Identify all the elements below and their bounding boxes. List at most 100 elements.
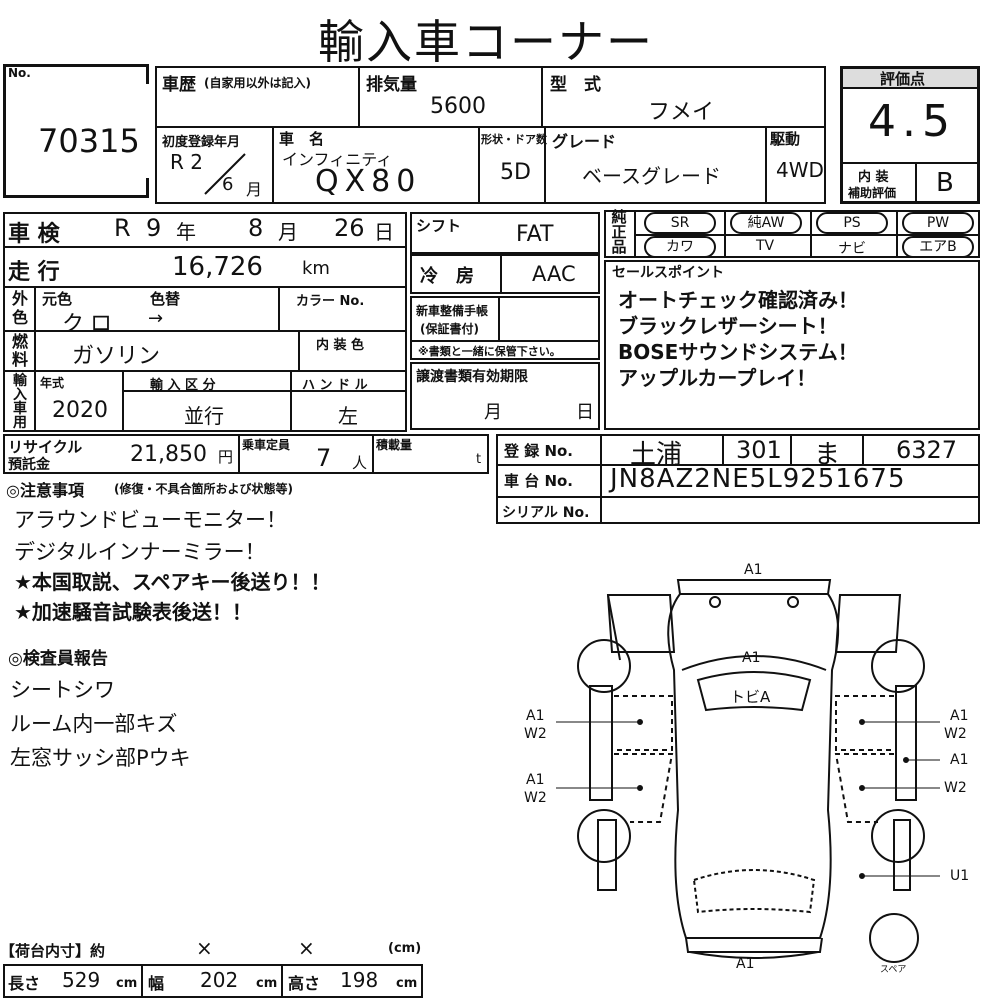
equipment-label-2: 正	[611, 223, 627, 241]
maintenance-label-1: 新車整備手帳	[416, 304, 489, 318]
inspection-year-unit: 年	[176, 220, 196, 244]
inspection-day: 26	[334, 214, 365, 242]
diagram-left-rear-1: A1	[526, 772, 545, 788]
inspector-item-2: ルーム内一部キズ	[10, 712, 178, 736]
note-1: アラウンドビューモニター！	[14, 508, 287, 532]
capacity-label: 乗車定員	[242, 438, 291, 452]
fuel-side-1: 燃	[11, 332, 28, 351]
sales-point-4: アップルカープレイ！	[618, 366, 817, 390]
color-original-value: クロ	[62, 312, 119, 337]
cargo-width-label: 幅	[148, 974, 165, 993]
cargo-width: 202	[200, 968, 239, 992]
number-frame	[3, 64, 149, 198]
cargo-times-1: ×	[196, 936, 213, 960]
interior-color-label: 内 装 色	[316, 338, 365, 353]
transfer-month-unit: 月	[484, 402, 502, 423]
registration-kana: ま	[814, 440, 841, 470]
cargo-heading: 【荷台内寸】約	[0, 942, 106, 960]
diagram-front-label: A1	[744, 562, 763, 578]
color-side-2: 色	[11, 308, 28, 327]
model-type-value: フメイ	[648, 100, 715, 125]
diagram-left-front-2: W2	[524, 726, 547, 742]
import-side-3: 車	[13, 401, 27, 417]
aircon-value: AAC	[532, 262, 576, 286]
equipment-tv: TV	[756, 238, 775, 254]
inspection-year: 9	[146, 214, 162, 242]
import-category-value: 並行	[184, 404, 224, 428]
cargo-times-2: ×	[298, 936, 315, 960]
cargo-length-unit: cm	[116, 976, 138, 991]
sales-point-1: オートチェック確認済み！	[618, 288, 858, 312]
diagram-right-mid: A1	[950, 752, 969, 768]
color-original-label: 元色	[42, 290, 73, 308]
shift-value: FAT	[516, 222, 554, 247]
notes-heading: ◎注意事項	[6, 481, 84, 500]
diagram-left-rear-2: W2	[524, 790, 547, 806]
import-category-label: 輸 入 区 分	[150, 378, 216, 393]
transfer-day-unit: 日	[576, 402, 594, 423]
maintenance-label-2: (保証書付)	[420, 322, 479, 336]
shift-label: シフト	[416, 217, 462, 235]
mileage-label: 走 行	[8, 260, 60, 285]
registration-box	[496, 434, 980, 524]
recycle-unit: 円	[218, 448, 234, 466]
maintenance-box	[410, 296, 600, 360]
diagram-left-front-1: A1	[526, 708, 545, 724]
serial-label: シリアル No.	[502, 505, 590, 521]
equipment-pw: PW	[902, 212, 974, 234]
registration-class: 301	[736, 436, 782, 464]
recycle-label-2: 預託金	[8, 457, 50, 473]
cargo-width-unit: cm	[256, 976, 278, 991]
car-name-value: QX80	[315, 164, 422, 199]
mileage-value: 16,726	[172, 252, 263, 282]
grade-value: ベースグレード	[582, 164, 721, 188]
drive-value: 4WD	[776, 158, 824, 182]
body-label: 形状・ドア数	[481, 133, 547, 146]
inspection-label: 車 検	[8, 222, 60, 247]
aircon-box	[410, 254, 600, 294]
diagram-hood-label: A1	[742, 650, 761, 666]
inspector-item-1: シートシワ	[10, 678, 115, 702]
color-change-label: 色替	[150, 290, 181, 308]
import-handle-label: ハ ン ド ル	[302, 378, 368, 393]
shift-box	[410, 212, 600, 254]
left-main-block	[3, 212, 407, 432]
grade-label: グレード	[552, 132, 617, 151]
equipment-airbag: エアB	[902, 236, 974, 258]
first-registration-month: 6	[222, 174, 234, 195]
color-arrow: →	[148, 308, 164, 329]
registration-region: 土浦	[630, 440, 683, 470]
rating-value: 4.5	[868, 96, 956, 147]
load-unit: t	[476, 452, 482, 467]
capacity-value: 7	[316, 444, 332, 472]
mileage-unit: km	[302, 258, 330, 279]
diagram-roof-label: トビA	[730, 688, 771, 706]
cargo-height: 198	[340, 968, 379, 992]
equipment-leather: カワ	[644, 236, 716, 258]
recycle-value: 21,850	[130, 442, 207, 467]
number-label: No.	[8, 66, 31, 80]
inspector-heading: ◎検査員報告	[8, 649, 108, 669]
note-3: ★本国取説、スペアキー後送り！！	[14, 570, 331, 594]
aircon-label: 冷 房	[420, 266, 474, 287]
diagram-spare-label: スペア	[880, 965, 907, 975]
cargo-length-label: 長さ	[8, 974, 41, 993]
sales-point-3: BOSEサウンドシステム！	[618, 340, 858, 364]
first-registration-year: R 2	[170, 150, 203, 174]
date-slash	[204, 153, 246, 195]
equipment-label-1: 純	[611, 208, 627, 226]
color-code-label: カラー No.	[296, 294, 365, 309]
equipment-navi: ナビ	[838, 241, 866, 257]
inspection-month-unit: 月	[278, 220, 298, 244]
rating-label-bg	[843, 69, 977, 87]
note-2: デジタルインナーミラー！	[14, 540, 266, 564]
equipment-sr: SR	[644, 212, 716, 234]
import-side-4: 用	[13, 415, 27, 431]
diagram-right-rear: W2	[944, 780, 967, 796]
sales-points-box	[604, 260, 980, 430]
first-registration-month-unit: 月	[246, 180, 263, 199]
import-handle-value: 左	[338, 404, 358, 428]
car-damage-diagram	[556, 579, 940, 963]
sales-points-label: セールスポイント	[612, 265, 724, 281]
diagram-rear-label: A1	[736, 956, 755, 972]
